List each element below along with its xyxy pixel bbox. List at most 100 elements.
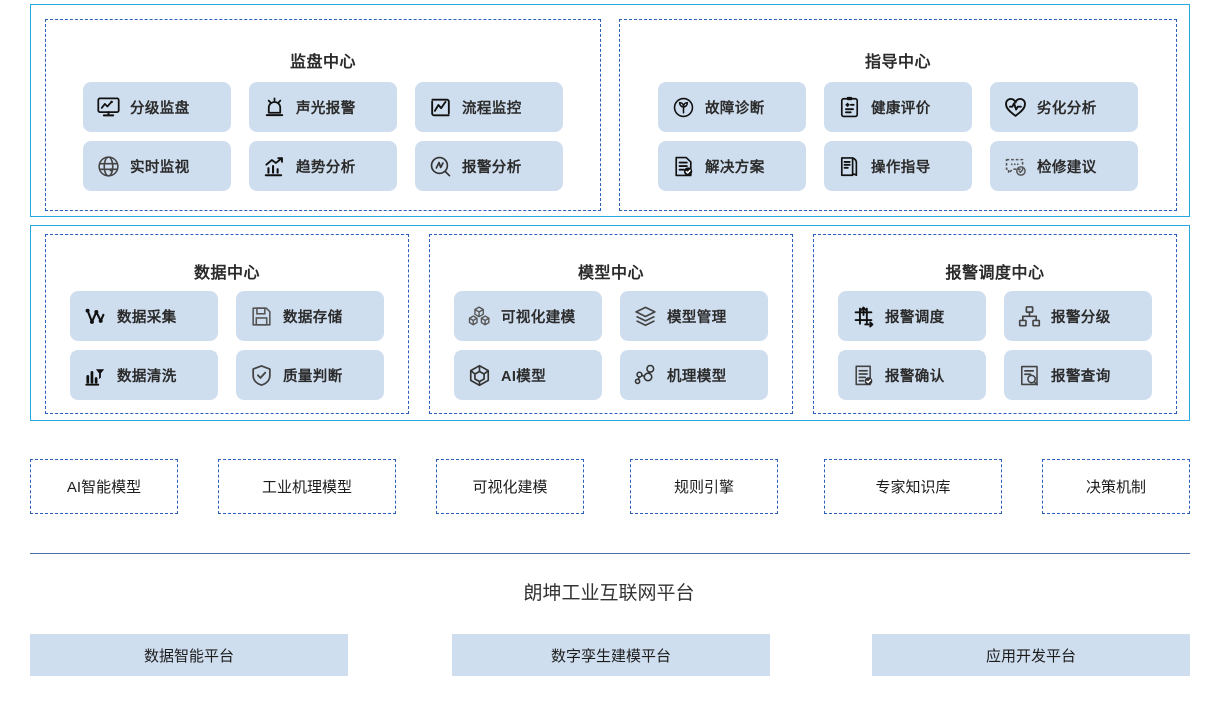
platform-title: 朗坤工业互联网平台: [523, 583, 695, 604]
monitor-chart-icon: [95, 94, 121, 120]
pill-guzhang-zhenduan[interactable]: 故障诊断: [658, 82, 806, 132]
chip-label: 专家知识库: [875, 479, 951, 496]
pill-baojing-queren[interactable]: 报警确认: [838, 350, 986, 400]
document-check-icon: [670, 153, 696, 179]
chip-ai-model[interactable]: AI智能模型: [30, 459, 178, 514]
panel-guidance-center: 指导中心 故障诊断: [619, 19, 1177, 211]
platform-bar-app-development[interactable]: 应用开发平台: [872, 634, 1190, 676]
panel-grid-monitoring-center: 分级监盘 声光报警: [46, 82, 600, 200]
pill-baojing-fenxi[interactable]: 报警分析: [415, 141, 563, 191]
pill-label: 声光报警: [296, 100, 356, 117]
panel-title-data-center: 数据中心: [193, 265, 260, 282]
pill-keshihua-jianmo[interactable]: 可视化建模: [454, 291, 602, 341]
chip-visual-modeling[interactable]: 可视化建模: [436, 459, 584, 514]
pill-label: 健康评价: [871, 100, 931, 117]
panel-title-alarm-dispatch-center: 报警调度中心: [945, 265, 1045, 282]
pill-label: AI模型: [501, 368, 547, 385]
pill-liehua-fenxi[interactable]: 劣化分析: [990, 82, 1138, 132]
bottom-layer-container: 数据中心 数据采集: [30, 225, 1190, 421]
book-guide-icon: [836, 153, 862, 179]
pill-jiejue-fangan[interactable]: 解决方案: [658, 141, 806, 191]
panel-title-monitoring-center: 监盘中心: [289, 54, 356, 71]
pill-label: 报警分级: [1051, 309, 1111, 326]
pill-label: 报警分析: [462, 159, 522, 176]
pill-baojing-fenji[interactable]: 报警分级: [1004, 291, 1152, 341]
panel-grid-data-center: 数据采集 数据存储: [46, 291, 408, 409]
chat-check-icon: [1002, 153, 1028, 179]
pill-label: 报警调度: [885, 309, 945, 326]
panel-title-model-center: 模型中心: [577, 265, 644, 282]
pill-label: 分级监盘: [130, 100, 190, 117]
platform-bar-data-intelligence[interactable]: 数据智能平台: [30, 634, 348, 676]
pill-label: 报警查询: [1051, 368, 1111, 385]
pill-moxing-guanli[interactable]: 模型管理: [620, 291, 768, 341]
platform-bar-label: 数据智能平台: [143, 647, 234, 665]
chip-label: 规则引擎: [673, 479, 734, 496]
platform-bar-digital-twin[interactable]: 数字孪生建模平台: [452, 634, 770, 676]
platform-bar-label: 应用开发平台: [985, 647, 1076, 665]
chip-label: AI智能模型: [66, 479, 142, 496]
pill-qushi-fenxi[interactable]: 趋势分析: [249, 141, 397, 191]
pill-shuju-cunchu[interactable]: 数据存储: [236, 291, 384, 341]
chip-label: 可视化建模: [472, 479, 548, 496]
panel-monitoring-center: 监盘中心 分级监盘: [45, 19, 601, 211]
chip-expert-knowledge-base[interactable]: 专家知识库: [824, 459, 1002, 514]
data-points-icon: [82, 303, 108, 329]
chip-industrial-mechanism-model[interactable]: 工业机理模型: [218, 459, 396, 514]
panel-data-center: 数据中心 数据采集: [45, 234, 409, 414]
pill-label: 可视化建模: [501, 309, 576, 326]
pill-shishi-jianshi[interactable]: 实时监视: [83, 141, 231, 191]
pill-liucheng-jiankong[interactable]: 流程监控: [415, 82, 563, 132]
panel-grid-model-center: 可视化建模 模型管理: [430, 291, 792, 409]
pill-shengguang-baojing[interactable]: 声光报警: [249, 82, 397, 132]
sprout-circle-icon: [670, 94, 696, 120]
layers-icon: [632, 303, 658, 329]
pill-zhiliang-panduan[interactable]: 质量判断: [236, 350, 384, 400]
panel-grid-alarm-dispatch-center: 报警调度 报警分级: [814, 291, 1176, 409]
heart-pulse-icon: [1002, 94, 1028, 120]
bar-filter-icon: [82, 362, 108, 388]
node-graph-icon: [632, 362, 658, 388]
chip-rule-engine[interactable]: 规则引擎: [630, 459, 778, 514]
pill-label: 模型管理: [667, 309, 727, 326]
pill-shuju-qingxi[interactable]: 数据清洗: [70, 350, 218, 400]
section-divider: [30, 553, 1190, 554]
hierarchy-icon: [1016, 303, 1042, 329]
document-search-icon: [1016, 362, 1042, 388]
pill-label: 趋势分析: [296, 159, 356, 176]
trend-bar-icon: [261, 153, 287, 179]
pill-label: 机理模型: [667, 368, 727, 385]
clipboard-health-icon: [836, 94, 862, 120]
pill-label: 故障诊断: [705, 100, 765, 117]
chip-label: 工业机理模型: [261, 479, 352, 496]
pill-jianxiu-jianyi[interactable]: 检修建议: [990, 141, 1138, 191]
floppy-disk-icon: [248, 303, 274, 329]
pill-jili-moxing[interactable]: 机理模型: [620, 350, 768, 400]
pill-caozuo-zhidao[interactable]: 操作指导: [824, 141, 972, 191]
chip-label: 决策机制: [1085, 479, 1146, 496]
alarm-light-icon: [261, 94, 287, 120]
pill-label: 操作指导: [871, 159, 931, 176]
pill-ai-moxing[interactable]: AI模型: [454, 350, 602, 400]
cube-3d-icon: [466, 362, 492, 388]
pill-baojing-chaxun[interactable]: 报警查询: [1004, 350, 1152, 400]
chip-decision-mechanism[interactable]: 决策机制: [1042, 459, 1190, 514]
pill-jiankang-pingjia[interactable]: 健康评价: [824, 82, 972, 132]
list-check-icon: [850, 362, 876, 388]
pill-baojing-diaodu[interactable]: 报警调度: [838, 291, 986, 341]
pill-label: 数据存储: [283, 309, 343, 326]
pill-label: 检修建议: [1037, 159, 1097, 176]
pill-shuju-caiji[interactable]: 数据采集: [70, 291, 218, 341]
panel-title-guidance-center: 指导中心: [864, 54, 931, 71]
pill-label: 报警确认: [885, 368, 945, 385]
cubes-icon: [466, 303, 492, 329]
pill-fenji-jianpan[interactable]: 分级监盘: [83, 82, 231, 132]
platform-bar-label: 数字孪生建模平台: [550, 647, 671, 665]
search-wave-icon: [427, 153, 453, 179]
pill-label: 流程监控: [462, 100, 522, 117]
pill-label: 数据采集: [117, 309, 177, 326]
process-chart-icon: [427, 94, 453, 120]
globe-icon: [95, 153, 121, 179]
pill-label: 质量判断: [283, 368, 343, 385]
